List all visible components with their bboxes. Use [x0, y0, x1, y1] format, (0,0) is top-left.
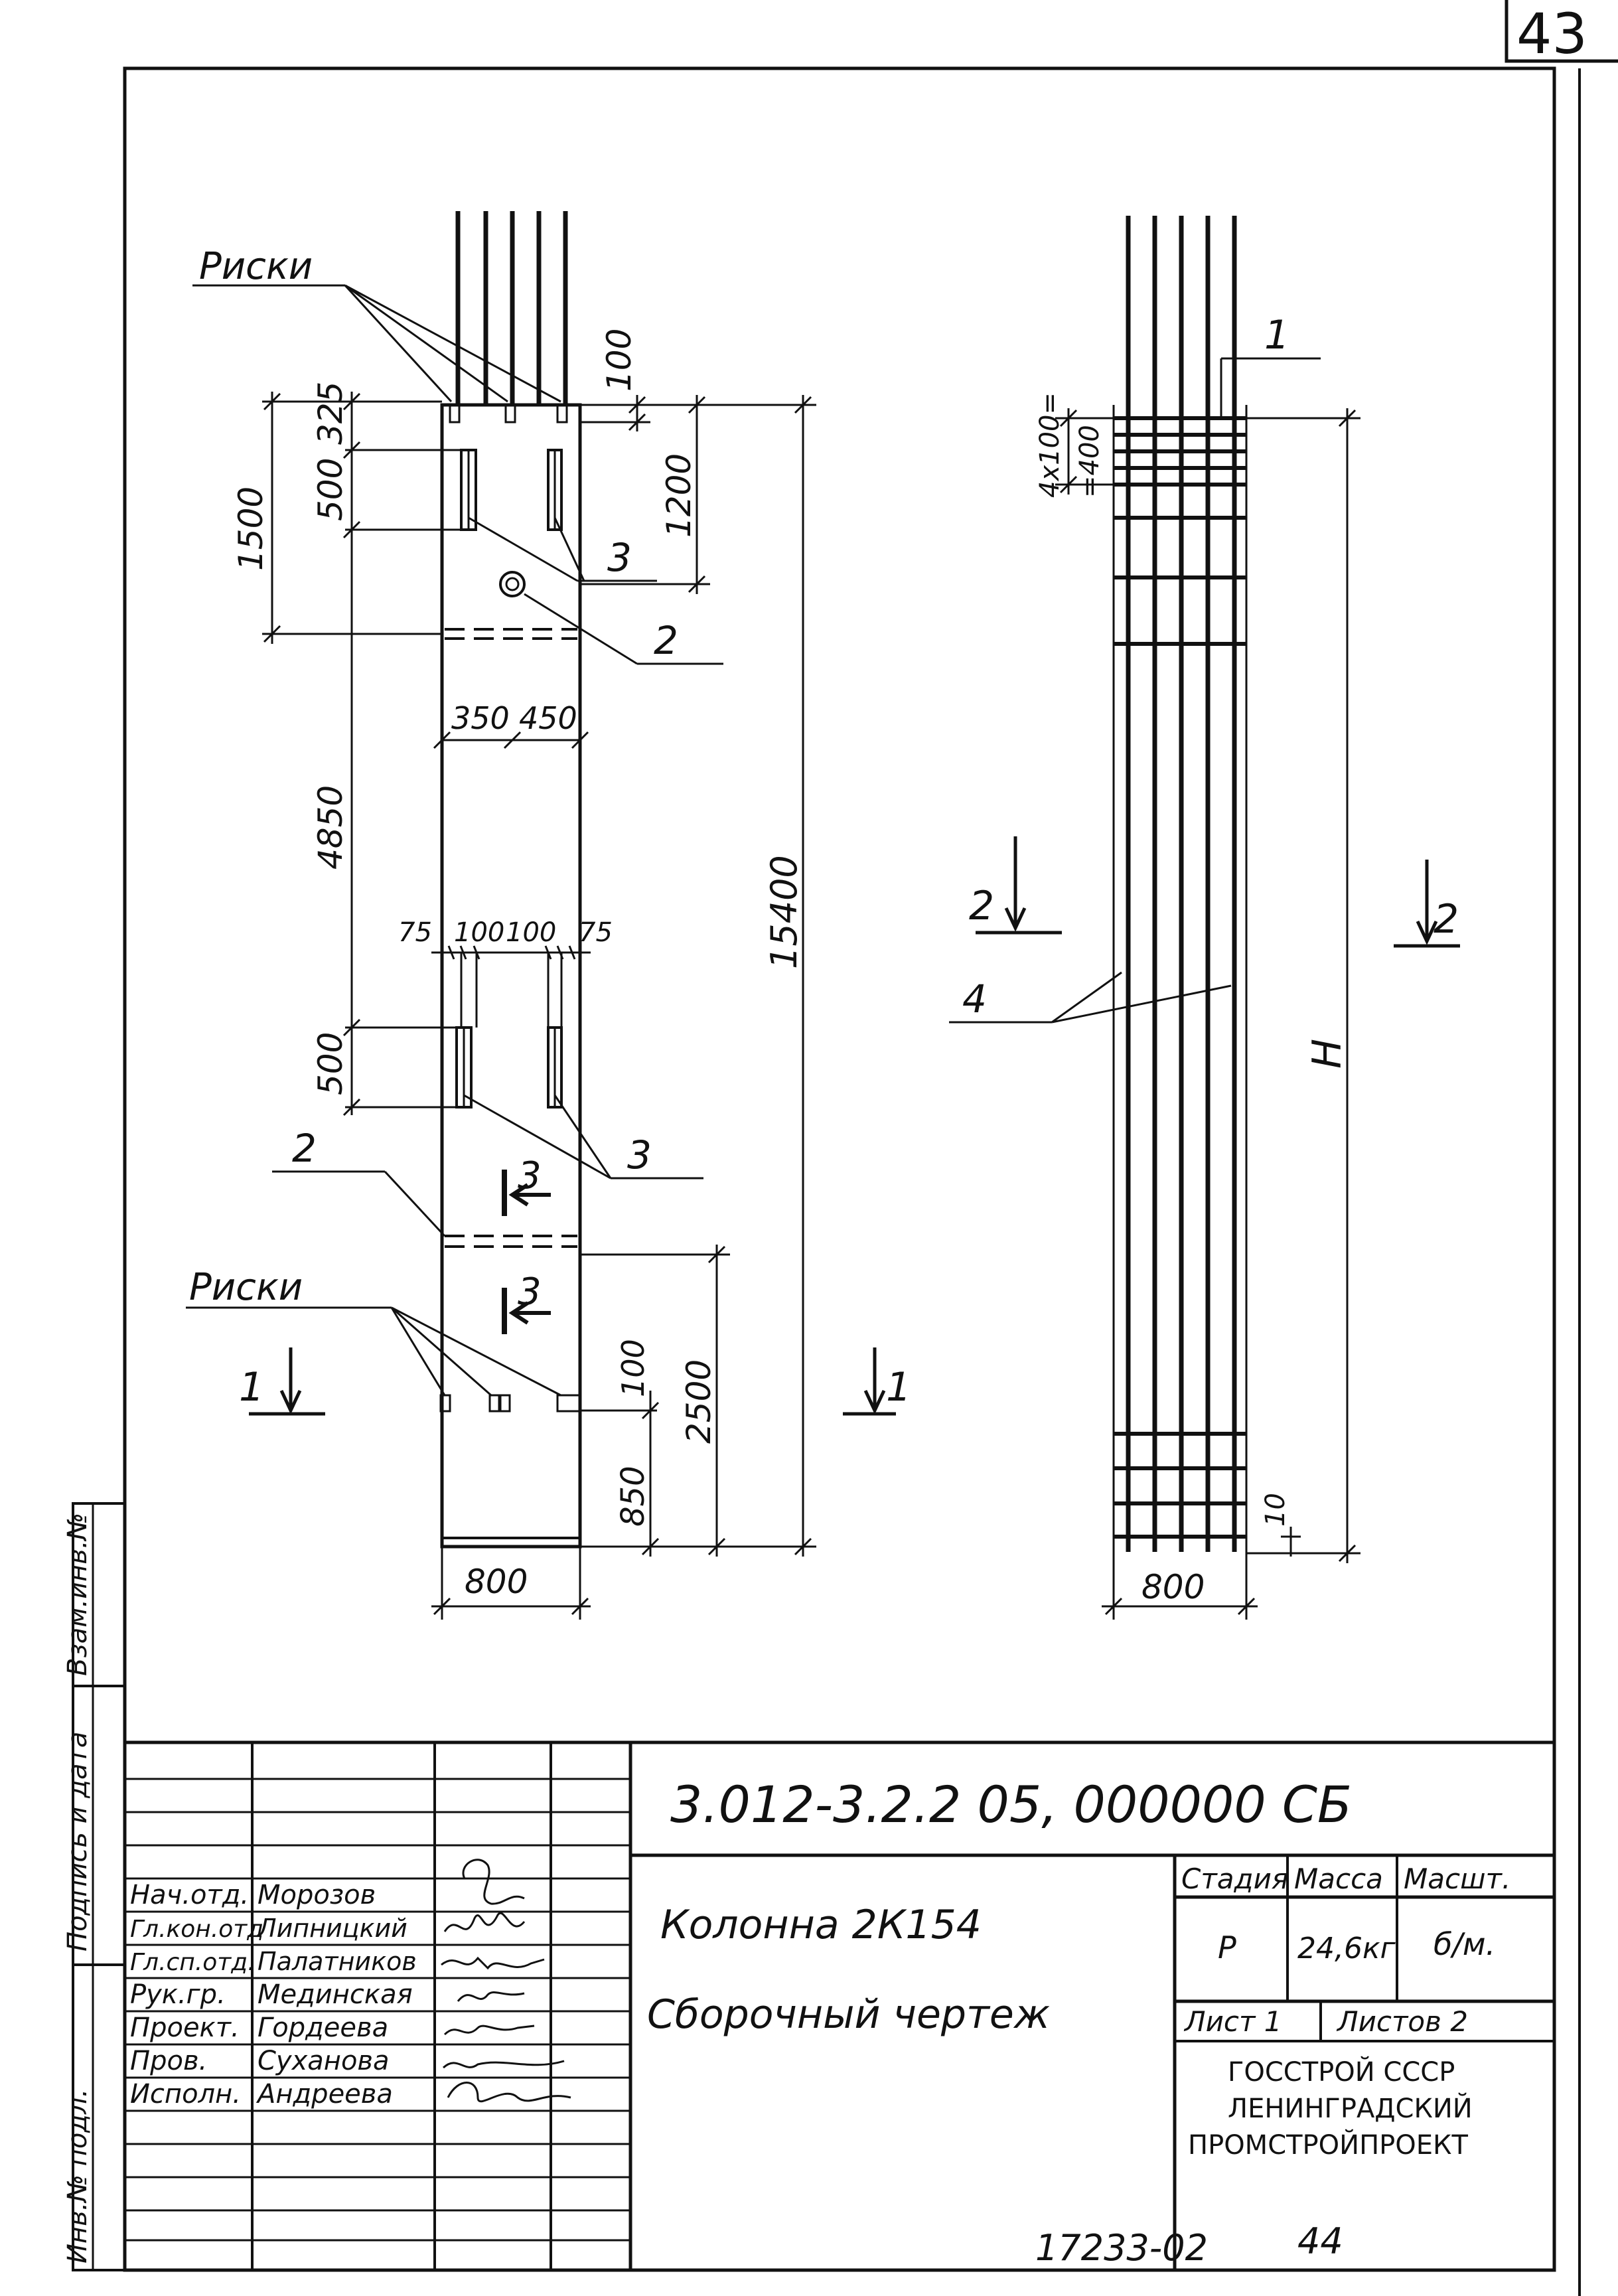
dim-15400: 15400 — [763, 855, 805, 969]
sheet-count: Листов 2 — [1336, 2005, 1468, 2038]
stage-header: Стадия — [1181, 1863, 1288, 1895]
label-pos-2-lower: 2 — [292, 1126, 317, 1171]
dim-4x100: 4x100= — [1035, 392, 1065, 498]
label-pos-3-upper: 3 — [607, 535, 632, 580]
org-line-1: ГОССТРОЙ СССР — [1228, 2056, 1455, 2088]
dim-450: 450 — [519, 700, 577, 736]
dim-4850: 4850 — [311, 785, 350, 870]
staff-role: Проект. — [130, 2013, 240, 2043]
drawing-type: Сборочный чертеж — [647, 1991, 1050, 2038]
staff-name: Морозов — [257, 1880, 376, 1910]
label-riski-bottom: Риски — [189, 1266, 303, 1309]
dim-325: 325 — [311, 382, 350, 445]
staff-role: Исполн. — [130, 2079, 241, 2109]
left-view-dimensions — [262, 392, 816, 1620]
dim-75-right: 75 — [579, 917, 613, 948]
section-2-left-label: 2 — [969, 883, 994, 929]
section-1-left-label: 1 — [239, 1364, 264, 1411]
designation: 3.012-3.2.2 05, 000000 СБ — [670, 1775, 1352, 1834]
org-line-3: ПРОМСТРОЙПРОЕКТ — [1188, 2129, 1468, 2161]
scale-header: Масшт. — [1404, 1863, 1510, 1895]
dim-350: 350 — [451, 700, 510, 736]
staff-list: Нач.отд. Морозов Гл.кон.отд Липницкий Гл… — [130, 1880, 417, 2109]
dim-850: 850 — [615, 1466, 652, 1527]
dim-800-right: 800 — [1141, 1568, 1205, 1606]
right-view-dimensions — [1055, 357, 1361, 1620]
label-pos-1: 1 — [1264, 312, 1289, 358]
dim-1500: 1500 — [232, 487, 270, 571]
staff-role: Нач.отд. — [130, 1880, 249, 1910]
dim-100-bottom: 100 — [615, 1339, 651, 1397]
scale-value: б/м. — [1434, 1926, 1495, 1962]
dim-500-lower: 500 — [311, 1032, 350, 1095]
label-pos-3-lower: 3 — [627, 1132, 652, 1178]
section-2-marks — [976, 836, 1460, 948]
section-1-right-label: 1 — [886, 1364, 911, 1411]
footer-code: 17233-02 — [1035, 2227, 1208, 2269]
dim-2500: 2500 — [680, 1359, 718, 1444]
page-number: 43 — [1516, 1, 1587, 66]
staff-name: Гордеева — [257, 2013, 388, 2043]
side-stamp-inv-podl: Инв.№ подл. — [62, 2089, 93, 2263]
side-stamp-vzam: Взам.инв.№ — [62, 1513, 93, 1676]
staff-name: Андреева — [256, 2079, 393, 2109]
label-pos-2-upper: 2 — [654, 618, 678, 663]
title-block — [125, 1740, 1554, 2270]
dim-1200: 1200 — [660, 453, 698, 538]
label-riski-top: Риски — [199, 245, 313, 288]
staff-role: Гл.сп.отд. — [130, 1949, 256, 1976]
drawing-frame — [123, 66, 1556, 2272]
dim-100-right: 100 — [506, 917, 556, 948]
sheet-number: Лист 1 — [1183, 2005, 1282, 2038]
dim-400: =400 — [1074, 425, 1105, 498]
signatures — [441, 1859, 571, 2103]
dim-500-upper: 500 — [311, 458, 350, 521]
side-stamp: Инв.№ подл. Подпись и дата Взам.инв.№ — [62, 1502, 126, 2271]
mass-value: 24,6кг — [1297, 1932, 1396, 1965]
org-line-2: ЛЕНИНГРАДСКИЙ — [1228, 2092, 1473, 2124]
staff-role: Рук.гр. — [130, 1979, 226, 2010]
dim-H: H — [1304, 1039, 1351, 1069]
mass-header: Масса — [1294, 1863, 1383, 1895]
dim-100-left: 100 — [454, 917, 504, 948]
left-view-leaders — [186, 284, 723, 1397]
staff-role: Пров. — [130, 2046, 207, 2076]
section-2-right-label: 2 — [1434, 896, 1459, 943]
side-stamp-podpis: Подпись и дата — [62, 1732, 93, 1952]
column-elevation: 3 3 — [439, 211, 582, 1549]
staff-name: Палатников — [257, 1947, 417, 1976]
staff-role: Гл.кон.отд — [130, 1916, 263, 1943]
stage-value: Р — [1218, 1930, 1236, 1965]
dim-10: 10 — [1260, 1493, 1291, 1527]
staff-name: Суханова — [257, 2046, 390, 2076]
dim-800-left: 800 — [465, 1563, 528, 1601]
item-name: Колонна 2К154 — [660, 1902, 982, 1948]
label-pos-4: 4 — [962, 976, 987, 1022]
section-3-top-label: 3 — [518, 1154, 542, 1197]
reinforcement-cage — [1112, 216, 1248, 1552]
dim-100-top: 100 — [600, 329, 638, 392]
section-3-bottom-label: 3 — [518, 1270, 542, 1314]
pos-4-leader — [949, 971, 1232, 1024]
page-number-box: 43 — [1505, 0, 1618, 66]
section-1-marks — [249, 1347, 896, 1416]
staff-name: Мединская — [257, 1979, 413, 2010]
footer-page: 44 — [1297, 2220, 1343, 2262]
dim-75-left: 75 — [398, 917, 432, 948]
staff-name: Липницкий — [256, 1914, 407, 1943]
